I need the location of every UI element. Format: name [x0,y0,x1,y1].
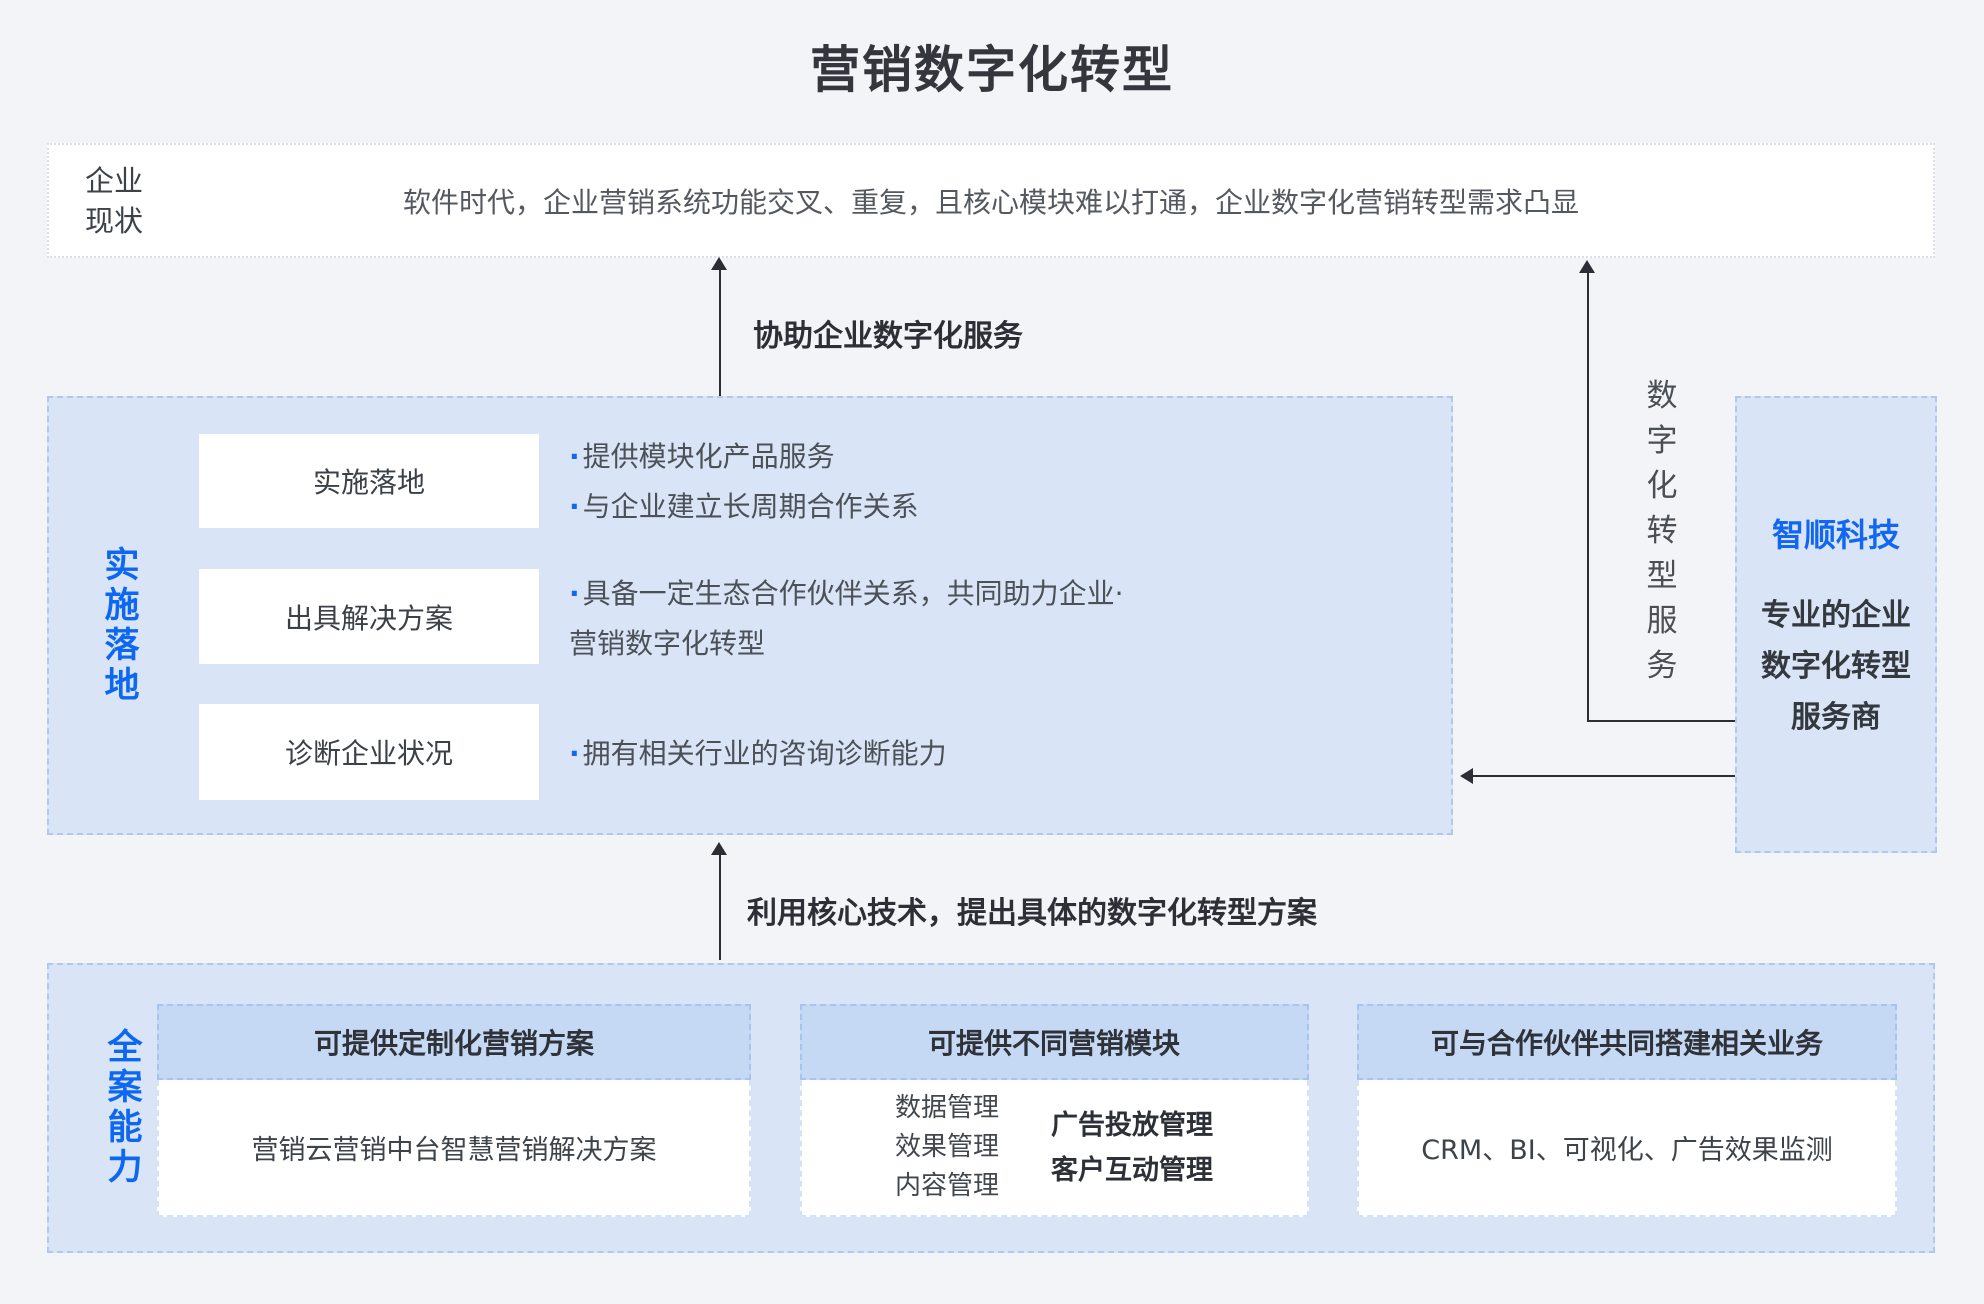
vendor-subtitle-line: 专业的企业 [1761,598,1911,633]
implementation-side-label: 实施落地 [104,546,140,706]
implementation-box: 实施落地 实施落地 出具解决方案 诊断企业状况 ·提供模块化产品服务 ·与企业建… [47,396,1453,835]
vendor-to-middle-arrowhead-icon [1460,768,1473,784]
vendor-subtitle: 专业的企业 数字化转型 服务商 [1737,590,1935,743]
bullet-group-implementation: ·提供模块化产品服务 ·与企业建立长周期合作关系 [569,432,919,532]
step-box-solution: 出具解决方案 [199,569,539,664]
bullet-dot: · [569,577,580,610]
enterprise-status-text: 软件时代，企业营销系统功能交叉、重复，且核心模块难以打通，企业数字化营销转型需求… [402,185,1579,219]
card-header: 可与合作伙伴共同搭建相关业务 [1357,1004,1897,1080]
card-header: 可提供定制化营销方案 [157,1004,751,1080]
module-column-right: 广告投放管理 客户互动管理 [1051,1103,1213,1193]
vendor-box: 智顺科技 专业的企业 数字化转型 服务商 [1735,396,1937,853]
bullet-dot: · [569,440,580,473]
vendor-subtitle-line: 服务商 [1791,700,1881,735]
enterprise-status-label: 企业现状 [85,164,144,238]
card-marketing-modules: 可提供不同营销模块 数据管理 效果管理 内容管理 广告投放管理 客户互动管理 [799,1004,1309,1217]
card-body: CRM、BI、可视化、广告效果监测 [1357,1080,1897,1217]
vendor-to-top-elbow-line [1588,720,1735,722]
bullet-dot: · [569,737,580,770]
bullet-line: ·拥有相关行业的咨询诊断能力 [569,729,947,779]
capability-box: 全案能力 可提供定制化营销方案 营销云营销中台智慧营销解决方案 可提供不同营销模… [47,963,1935,1253]
vendor-to-top-arrow-line [1587,271,1589,722]
module-item: 客户互动管理 [1051,1154,1213,1186]
module-item: 数据管理 [894,1093,999,1123]
vendor-to-top-arrow-label: 数字化转型服务 [1646,378,1678,684]
vendor-to-top-arrowhead-icon [1579,260,1595,273]
arrow-up-center-label: 协助企业数字化服务 [753,319,1023,354]
bullet-text: 拥有相关行业的咨询诊断能力 [582,737,947,770]
arrow-up-bottom-label: 利用核心技术，提出具体的数字化转型方案 [747,896,1317,931]
vendor-to-middle-arrow-line [1473,775,1735,777]
vendor-subtitle-line: 数字化转型 [1761,649,1911,684]
step-box-diagnosis: 诊断企业状况 [199,704,539,800]
module-item: 内容管理 [894,1171,999,1201]
enterprise-status-box: 软件时代，企业营销系统功能交叉、重复，且核心模块难以打通，企业数字化营销转型需求… [47,143,1935,258]
card-partner-business: 可与合作伙伴共同搭建相关业务 CRM、BI、可视化、广告效果监测 [1357,1004,1897,1217]
bullet-line: 营销数字化转型 [569,619,1124,669]
bullet-group-diagnosis: ·拥有相关行业的咨询诊断能力 [569,729,947,779]
bullet-line: ·与企业建立长周期合作关系 [569,482,919,532]
capability-side-label: 全案能力 [107,1028,143,1188]
card-body: 数据管理 效果管理 内容管理 广告投放管理 客户互动管理 [799,1080,1309,1217]
arrow-up-bottom-line [719,853,721,960]
bullet-text: 提供模块化产品服务 [582,440,835,473]
step-box-implementation: 实施落地 [199,434,539,528]
card-body: 营销云营销中台智慧营销解决方案 [157,1080,751,1217]
page-title: 营销数字化转型 [810,41,1174,99]
bullet-line: ·具备一定生态合作伙伴关系，共同助力企业· [569,569,1124,619]
bullet-text: 与企业建立长周期合作关系 [582,490,919,523]
module-column-left: 数据管理 效果管理 内容管理 [895,1089,999,1206]
arrow-up-center-line [719,268,721,396]
bullet-text: 具备一定生态合作伙伴关系，共同助力企业· [582,577,1124,610]
bullet-line: ·提供模块化产品服务 [569,432,919,482]
bullet-text: 营销数字化转型 [569,627,766,660]
arrow-up-bottom-arrowhead-icon [711,842,727,855]
module-item: 广告投放管理 [1051,1109,1213,1141]
capability-cards-row: 可提供定制化营销方案 营销云营销中台智慧营销解决方案 可提供不同营销模块 数据管… [157,1004,1897,1217]
bullet-dot: · [569,490,580,523]
arrow-up-center-arrowhead-icon [711,257,727,270]
vendor-name: 智顺科技 [1771,516,1900,554]
module-item: 效果管理 [894,1132,999,1162]
card-custom-marketing: 可提供定制化营销方案 营销云营销中台智慧营销解决方案 [157,1004,751,1217]
bullet-group-solution: ·具备一定生态合作伙伴关系，共同助力企业· 营销数字化转型 [569,569,1124,669]
card-header: 可提供不同营销模块 [799,1004,1309,1080]
